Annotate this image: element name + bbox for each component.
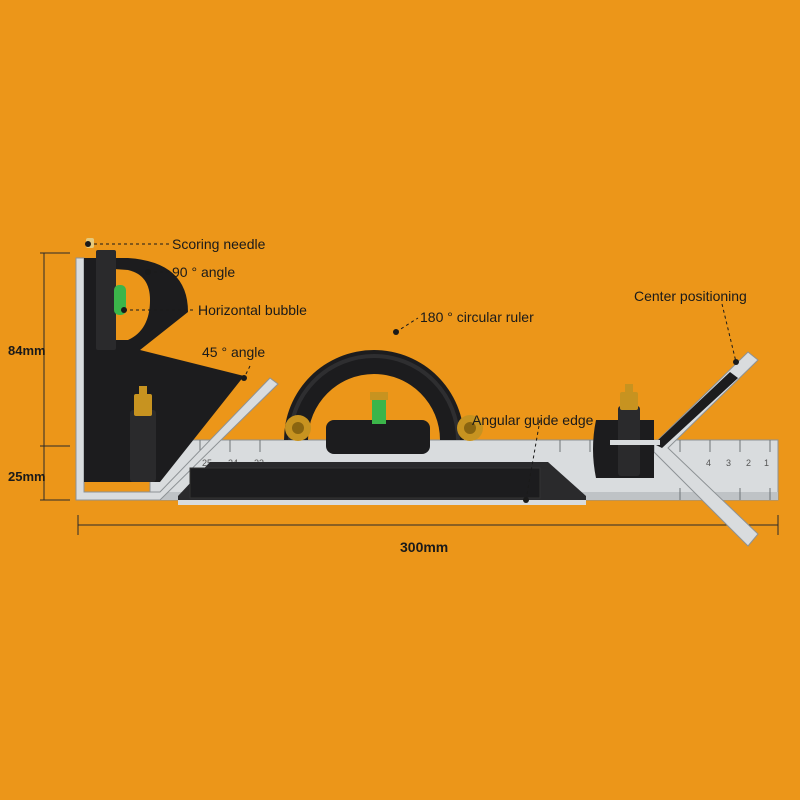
bubble-level-icon [372,396,386,424]
angular-guide-edge-label: Angular guide edge [472,412,594,428]
ruler-number: 2 [746,458,751,468]
brass-knob-icon [134,394,152,416]
center-positioning-label: Center positioning [634,288,747,304]
callout-leaders [94,243,737,501]
height-lower-dimension: 25mm [8,469,46,484]
protractor-head [178,350,586,505]
square-head [75,238,279,501]
brass-knob-icon [620,392,638,410]
scoring-needle-label: Scoring needle [172,236,266,252]
ruler-number: 3 [726,458,731,468]
angle-90-label: 90 ° angle [172,264,236,280]
height-upper-dimension: 84mm [8,343,46,358]
dimension-lines [40,252,779,535]
horizontal-bubble-label: Horizontal bubble [198,302,307,318]
angle-45-label: 45 ° angle [202,344,266,360]
ruler-number: 1 [764,458,769,468]
ruler-number: 25 [202,458,212,468]
callout-dots [85,241,739,503]
center-head [593,351,759,547]
length-dimension: 300mm [400,539,449,555]
circular-ruler-label: 180 ° circular ruler [420,309,534,325]
ruler-number: 4 [706,458,711,468]
